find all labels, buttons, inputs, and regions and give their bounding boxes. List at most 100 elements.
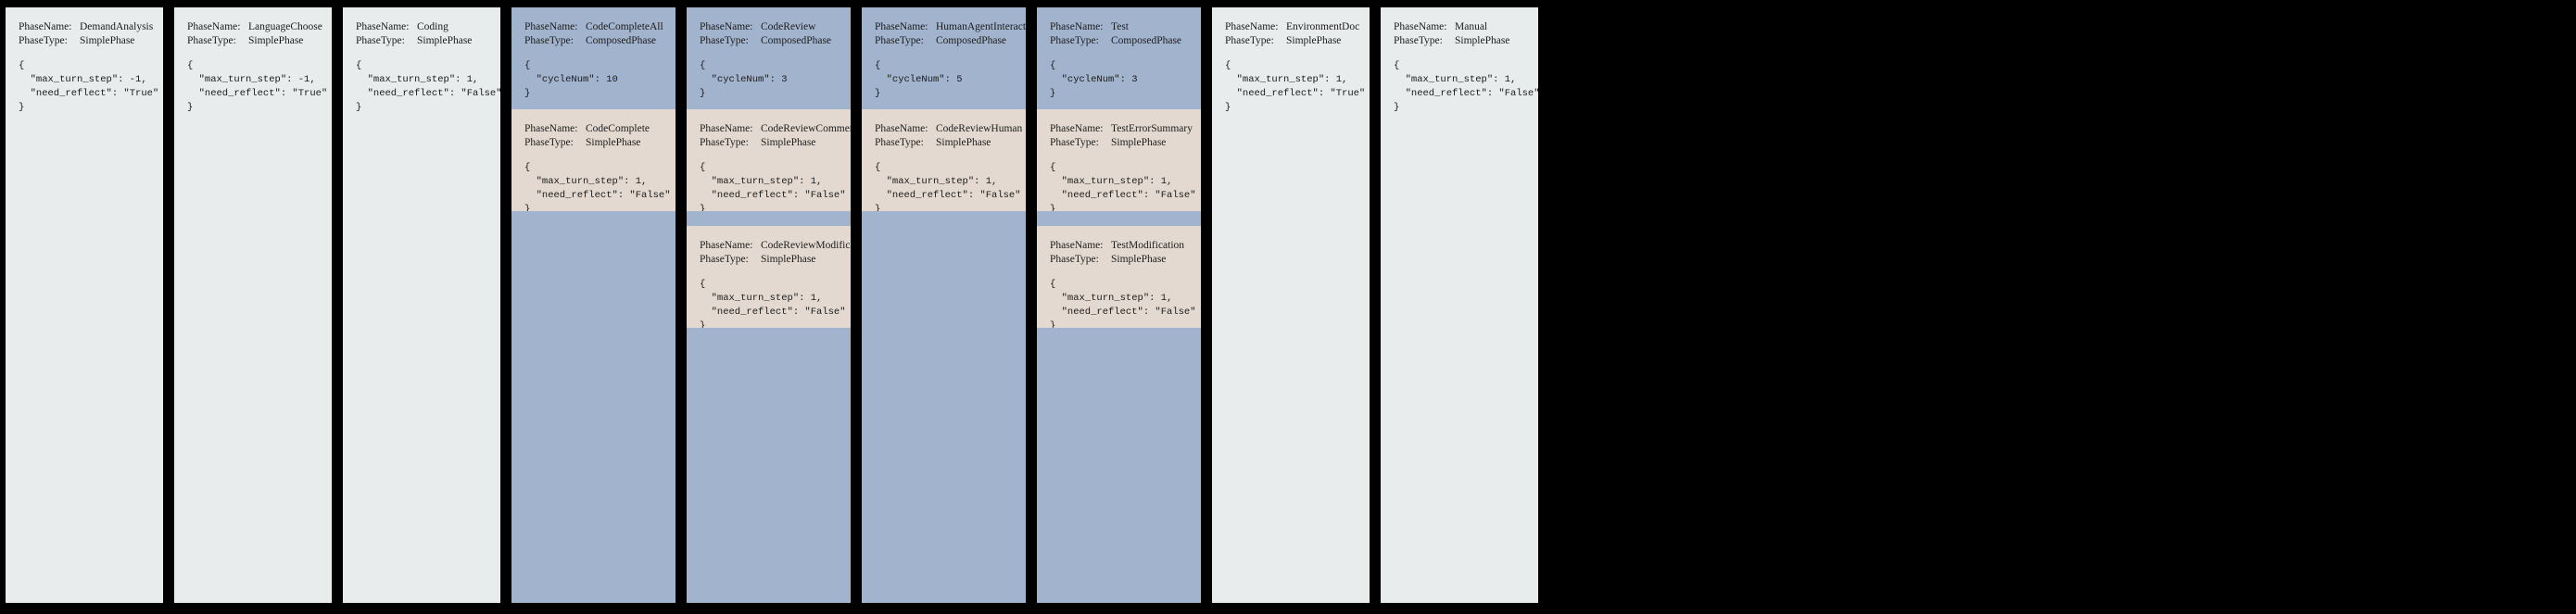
phase-type-value: ComposedPhase [586, 34, 657, 46]
phase-name-row-label: PhaseName: [524, 123, 578, 134]
phase-type-row: PhaseType:SimplePhase [1050, 253, 1190, 267]
json-brace-close: } [700, 320, 706, 332]
composed-phase-filler [1037, 341, 1201, 603]
json-brace-close: } [1394, 102, 1400, 113]
json-config-line: "max_turn_step": 1, [356, 74, 479, 85]
json-brace-close: } [19, 102, 25, 113]
phase-type-row: PhaseType:ComposedPhase [1050, 34, 1190, 48]
phase-type-row-label: PhaseType: [1394, 34, 1443, 46]
phase-name-value: Test [1111, 21, 1129, 32]
json-brace-open: { [700, 162, 706, 173]
json-brace-close: } [1050, 204, 1056, 215]
phase-name-row-label: PhaseName: [700, 240, 753, 251]
phase-type-row: PhaseType:SimplePhase [700, 136, 840, 150]
phase-config-json: { "cycleNum": 5} [875, 59, 1015, 101]
phase-name-row-label: PhaseName: [875, 21, 928, 32]
phase-type-value: SimplePhase [1286, 34, 1342, 46]
phase-card[interactable]: PhaseName: HumanAgentInteractionPhaseType… [862, 7, 1026, 603]
json-brace-open: { [1225, 60, 1231, 71]
phase-name-value: HumanAgentInteraction [936, 21, 1026, 32]
phase-name-value: TestErrorSummary [1111, 123, 1193, 134]
phase-type-row-label: PhaseType: [1225, 34, 1274, 46]
composed-phase-header: PhaseName:HumanAgentInteractionPhaseType… [862, 7, 1026, 109]
json-config-line: "cycleNum": 10 [524, 74, 618, 85]
phase-config-json: { "max_turn_step": 1, "need_reflect": "F… [700, 278, 846, 333]
phase-type-row-label: PhaseType: [187, 34, 236, 46]
json-config-line: "need_reflect": "False" [1394, 88, 1538, 99]
phase-name-value: CodeCompleteAll [586, 21, 663, 32]
phase-config-json: { "cycleNum": 3} [700, 59, 840, 101]
composed-phase-filler [862, 211, 1026, 603]
phase-type-value: SimplePhase [1111, 136, 1167, 148]
phase-type-row: PhaseType: SimplePhase [1225, 34, 1358, 48]
json-brace-close: } [875, 88, 881, 99]
phase-name-row: PhaseName:Coding [356, 20, 489, 34]
phase-name-row: PhaseName:TestModification [1050, 239, 1190, 253]
json-config-line: "max_turn_step": -1, [19, 74, 147, 85]
json-config-line: "cycleNum": 5 [875, 74, 963, 85]
phase-name-value: Manual [1455, 21, 1488, 32]
phase-type-value: ComposedPhase [1111, 34, 1182, 46]
composed-phase-filler [687, 341, 851, 603]
phase-type-row-label: PhaseType: [875, 136, 924, 148]
phase-config-json: { "max_turn_step": 1, "need_reflect": "F… [524, 161, 671, 217]
json-brace-open: { [875, 162, 881, 173]
phase-type-row: PhaseType:SimplePhase [524, 136, 664, 150]
phase-name-row: PhaseName:CodeReview [700, 20, 840, 34]
phase-name-row: PhaseName:CodeReviewComment [700, 122, 851, 136]
json-brace-open: { [19, 60, 25, 71]
phase-name-row: PhaseName:CodeCompleteAll [524, 20, 664, 34]
phase-config-json: { "max_turn_step": 1, "need_reflect": "F… [1050, 278, 1196, 333]
phase-type-row: PhaseType:SimplePhase [356, 34, 489, 48]
phase-type-row: PhaseType: SimplePhase [1050, 136, 1190, 150]
phase-name-row: PhaseName: CodeComplete [524, 122, 664, 136]
phase-type-row: PhaseType: ComposedPhase [524, 34, 664, 48]
phase-type-row-label: PhaseType: [524, 136, 574, 148]
phase-type-row-label: PhaseType: [1050, 136, 1099, 148]
phase-type-value: SimplePhase [1455, 34, 1510, 46]
phase-name-value: CodeComplete [586, 123, 650, 134]
json-config-line: "max_turn_step": 1, [875, 176, 998, 187]
json-config-line: "need_reflect": "True" [1225, 88, 1366, 99]
phase-name-value: CodeReviewModification [761, 240, 851, 251]
json-config-line: "need_reflect": "True" [187, 88, 328, 99]
json-config-line: "max_turn_step": 1, [524, 176, 648, 187]
phase-config-json: { "max_turn_step": -1, "need_reflect": "… [187, 59, 328, 115]
phase-type-row: PhaseType: SimplePhase [1394, 34, 1527, 48]
phase-type-value: SimplePhase [936, 136, 991, 148]
composed-phase-footer [687, 328, 851, 341]
phase-config-json: { "max_turn_step": 1, "need_reflect": "F… [875, 161, 1021, 217]
phase-name-row: PhaseName:TestErrorSummary [1050, 122, 1193, 136]
json-brace-close: } [187, 102, 194, 113]
json-brace-close: } [1050, 320, 1056, 332]
phase-type-value: SimplePhase [417, 34, 473, 46]
json-brace-open: { [524, 60, 531, 71]
sub-phase-section: PhaseName: CodeReviewModificationPhaseTyp… [687, 226, 851, 332]
json-config-line: "cycleNum": 3 [700, 74, 788, 85]
phase-name-row-label: PhaseName: [1225, 21, 1279, 32]
phase-type-row-label: PhaseType: [524, 34, 574, 46]
json-config-line: "max_turn_step": -1, [187, 74, 316, 85]
json-brace-close: } [1050, 88, 1056, 99]
composed-phase-filler [511, 211, 676, 603]
phase-name-row-label: PhaseName: [1050, 21, 1104, 32]
json-config-line: "need_reflect": "False" [356, 88, 500, 99]
phase-type-row-label: PhaseType: [700, 253, 749, 265]
phase-type-row-label: PhaseType: [700, 34, 749, 46]
json-config-line: "max_turn_step": 1, [1394, 74, 1517, 85]
json-brace-open: { [700, 279, 706, 290]
json-brace-open: { [875, 60, 881, 71]
